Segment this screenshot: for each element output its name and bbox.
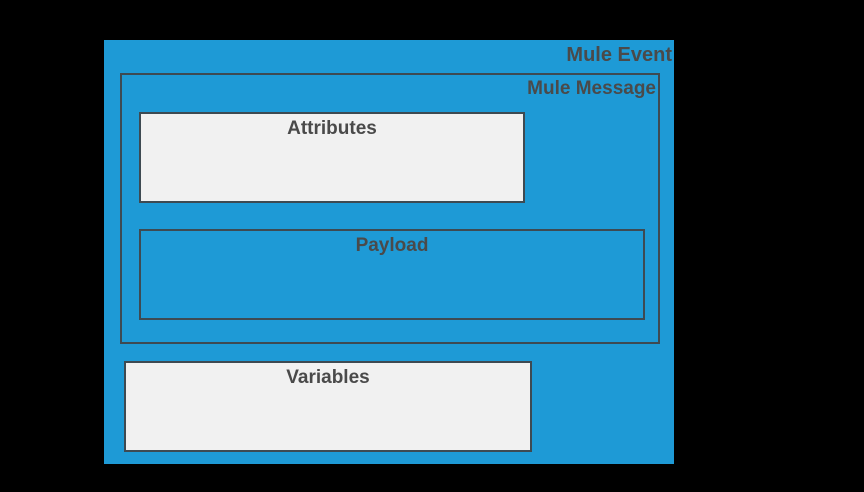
attributes-label: Attributes	[287, 118, 377, 139]
mule-message-label: Mule Message	[527, 78, 656, 99]
mule-message-container: Mule Message Attributes Payload	[120, 73, 660, 344]
mule-event-container: Mule Event Mule Message Attributes Paylo…	[104, 40, 674, 464]
variables-label: Variables	[286, 367, 370, 388]
attributes-box: Attributes	[139, 112, 525, 203]
payload-label: Payload	[355, 235, 429, 256]
payload-box: Payload	[139, 229, 645, 320]
variables-box: Variables	[124, 361, 532, 452]
mule-event-label: Mule Event	[566, 44, 672, 66]
